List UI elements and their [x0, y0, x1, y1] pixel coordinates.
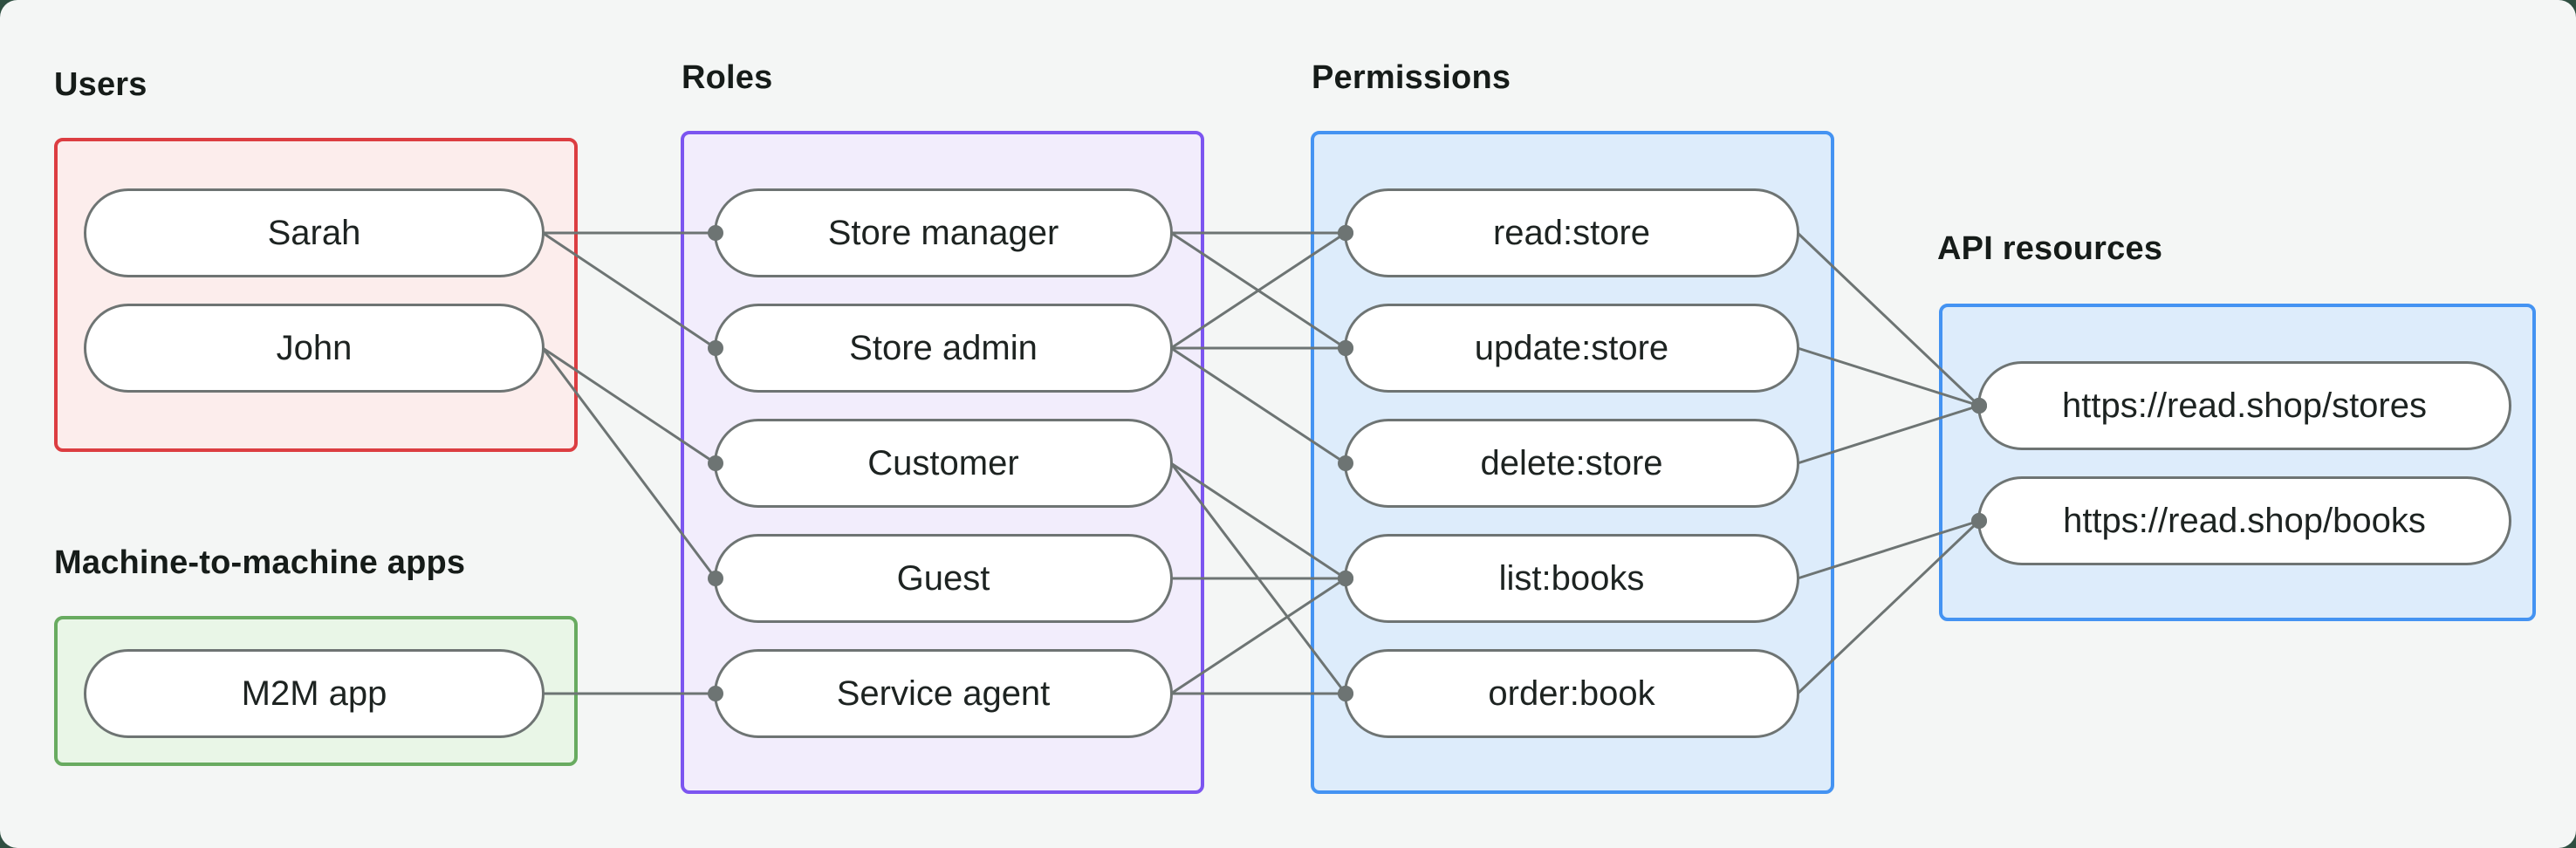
users-section-label: Users [54, 66, 147, 103]
m2m-section-label: Machine-to-machine apps [54, 544, 466, 581]
node-role-guest: Guest [714, 534, 1173, 623]
roles-section-label: Roles [682, 59, 773, 96]
node-api-resource-books: https://read.shop/books [1977, 476, 2511, 565]
node-role-customer: Customer [714, 419, 1173, 508]
node-role-store-admin: Store admin [714, 304, 1173, 393]
node-permission-order-book: order:book [1344, 649, 1799, 738]
node-role-service-agent: Service agent [714, 649, 1173, 738]
node-api-resource-stores: https://read.shop/stores [1977, 361, 2511, 450]
node-role-store-manager: Store manager [714, 188, 1173, 277]
node-m2m-app: M2M app [84, 649, 545, 738]
node-user-john: John [84, 304, 545, 393]
users-group-box [54, 138, 578, 452]
node-permission-list-books: list:books [1344, 534, 1799, 623]
api-resources-section-label: API resources [1937, 230, 2163, 267]
node-permission-read-store: read:store [1344, 188, 1799, 277]
node-permission-update-store: update:store [1344, 304, 1799, 393]
permissions-section-label: Permissions [1312, 59, 1511, 96]
node-user-sarah: Sarah [84, 188, 545, 277]
api-resources-group-box [1939, 304, 2536, 621]
node-permission-delete-store: delete:store [1344, 419, 1799, 508]
